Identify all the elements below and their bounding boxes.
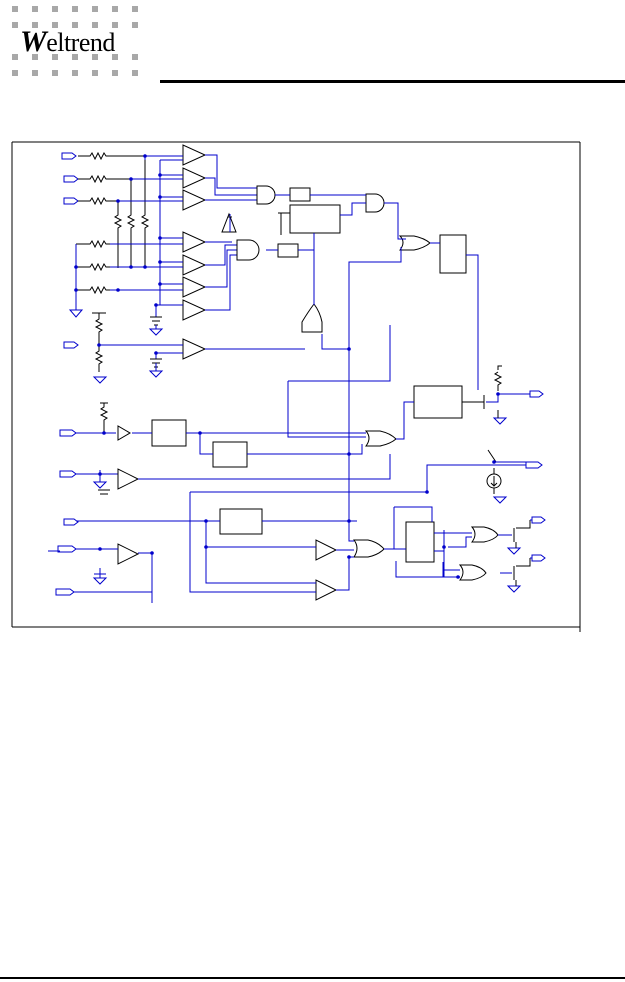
logic-gates [236,185,499,581]
diagram-border [11,141,581,632]
main-wiring [74,194,532,603]
footer-rule [0,977,625,979]
divider-resistors [76,312,118,475]
logo-initial: W [20,25,47,58]
logo-rest: eltrend [46,28,115,57]
input-pins [48,152,79,596]
lower-comparators [117,425,338,601]
output-pins [525,390,546,562]
weltrend-logo: Weltrend [0,0,160,82]
header-rule [160,80,625,83]
comparator-bank [182,144,207,360]
reference-buffer [221,212,237,233]
logo-dot-frame [12,6,138,76]
block-diagram [11,141,581,632]
comparator-wires [75,154,305,359]
current-source [486,473,502,489]
functional-blocks [151,187,467,563]
logo-text: Weltrend [20,27,115,58]
ground-symbols [68,309,522,593]
input-resistors [76,151,150,295]
junction-dots [74,154,500,579]
